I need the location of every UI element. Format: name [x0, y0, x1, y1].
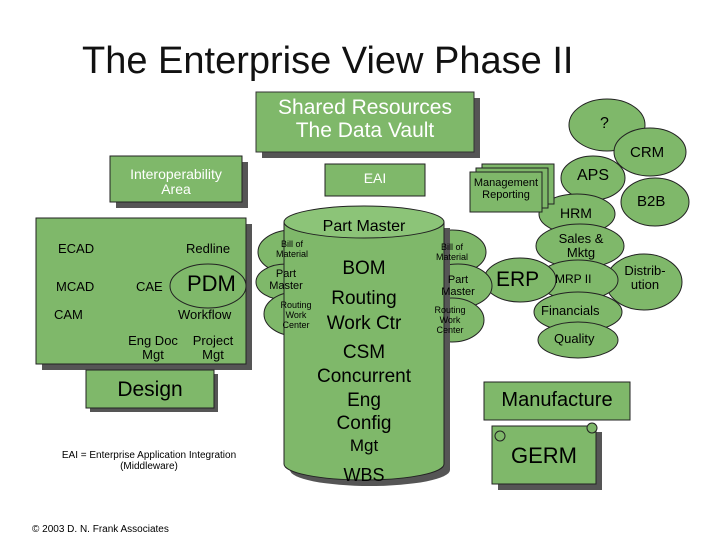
manufacture-label: Manufacture — [501, 389, 613, 411]
right-routing-line2: Work — [439, 314, 461, 325]
distribution-label: Distrib- ution — [614, 263, 676, 293]
cam-label: CAM — [54, 307, 83, 322]
shared-line2: The Data Vault — [295, 119, 435, 143]
cylinder-eng-label: Eng — [347, 390, 381, 411]
cylinder-workctr-label: Work Ctr — [326, 313, 402, 334]
mrp-label: MRP II — [555, 272, 592, 286]
germ-curl-right — [586, 422, 598, 434]
eai-note: EAI = Enterprise Application Integration… — [34, 450, 264, 472]
right-routing-label: Routing Work Center — [420, 305, 480, 336]
right-bom-line1: Bill of — [440, 242, 463, 252]
pdm-label: PDM — [187, 271, 236, 296]
left-bom-label: Bill of Material — [262, 239, 322, 260]
left-part-line2: Master — [269, 280, 303, 293]
cylinder-csm-label: CSM — [342, 342, 386, 363]
left-part-line1: Part — [275, 268, 297, 280]
left-routing-line1: Routing — [280, 300, 312, 310]
engdoc-line2: Mgt — [142, 347, 164, 363]
quality-label: Quality — [554, 331, 595, 346]
eai-label: EAI — [363, 170, 387, 186]
mcad-label: MCAD — [56, 279, 95, 294]
project-label: Project Mgt — [184, 333, 242, 363]
sales-label: Sales & Mktg — [546, 231, 616, 261]
right-routing-line1: Routing — [434, 305, 466, 315]
right-bom-label: Bill of Material — [422, 242, 482, 263]
workflow-label: Workflow — [178, 307, 232, 322]
cylinder-top — [283, 205, 445, 239]
b2b-ellipse — [620, 177, 690, 227]
left-routing-line2: Work — [285, 309, 307, 320]
right-part-label: Part Master — [428, 274, 488, 298]
germ-curl-left — [494, 430, 506, 442]
cylinder-body — [283, 222, 445, 481]
ecad-label: ECAD — [58, 241, 95, 256]
interop-label: Interoperability Area — [110, 166, 242, 198]
question-label: ? — [600, 115, 609, 132]
sales-line2: Mktg — [566, 245, 596, 261]
mgmt-reporting-label: Management Reporting — [470, 177, 542, 201]
eai-note-line2: (Middleware) — [120, 461, 178, 472]
redline-label: Redline — [186, 241, 231, 256]
shared-banner — [255, 91, 475, 153]
mgmt-card — [469, 171, 543, 213]
aps-label: APS — [577, 167, 610, 184]
distrib-line1: Distrib- — [624, 263, 666, 278]
crm-label: CRM — [630, 144, 665, 161]
germ-scroll — [491, 425, 597, 485]
eai-note-line1: EAI = Enterprise Application Integration — [61, 450, 237, 461]
financials-label: Financials — [541, 303, 600, 318]
cylinder-routing-label: Routing — [331, 288, 397, 309]
interop-line2: Area — [161, 181, 191, 198]
left-routing-line3: Center — [282, 319, 310, 330]
shared-resources-label: Shared Resources The Data Vault — [256, 96, 474, 142]
cylinder-bom-label: BOM — [342, 258, 386, 279]
engdoc-label: Eng Doc Mgt — [118, 333, 188, 363]
engdoc-line1: Eng Doc — [128, 333, 178, 348]
left-bom-line2: Material — [275, 248, 308, 259]
quality-ellipse — [537, 321, 619, 359]
page-title: The Enterprise View Phase II — [82, 40, 574, 82]
right-routing-line3: Center — [436, 324, 464, 335]
left-routing-label: Routing Work Center — [266, 300, 326, 331]
shared-line1: Shared Resources — [278, 96, 452, 119]
crm-ellipse — [613, 127, 687, 177]
right-part-line1: Part — [447, 274, 469, 286]
distrib-line2: ution — [630, 277, 660, 293]
design-label: Design — [117, 378, 183, 401]
eai-box — [324, 163, 426, 197]
project-line2: Mgt — [202, 347, 224, 363]
interop-line1: Interoperability — [130, 166, 222, 182]
cylinder-concurrent-label: Concurrent — [317, 366, 411, 387]
interop-box — [109, 155, 243, 203]
left-bom-line1: Bill of — [280, 239, 303, 249]
mgmt-line1: Management — [473, 177, 539, 189]
manufacture-box — [483, 381, 631, 421]
erp-label: ERP — [496, 268, 540, 291]
copyright: © 2003 D. N. Frank Associates — [32, 524, 169, 535]
project-line1: Project — [192, 333, 234, 348]
right-part-line2: Master — [441, 286, 475, 299]
sales-line1: Sales & — [558, 231, 604, 246]
design-label-box — [85, 369, 215, 409]
germ-label: GERM — [511, 443, 577, 468]
part-master-label: Part Master — [322, 218, 406, 235]
b2b-label: B2B — [637, 193, 666, 210]
pdm-ellipse — [169, 263, 247, 309]
right-bom-line2: Material — [435, 251, 468, 262]
hrm-label: HRM — [560, 205, 592, 221]
left-part-label: Part Master — [258, 268, 314, 292]
cylinder-wbs-label: WBS — [343, 465, 385, 485]
cylinder-config-label: Config — [336, 413, 392, 434]
cae-label: CAE — [136, 279, 163, 294]
mgmt-line2: Reporting — [482, 189, 530, 202]
cylinder-mgt-label: Mgt — [349, 436, 379, 455]
